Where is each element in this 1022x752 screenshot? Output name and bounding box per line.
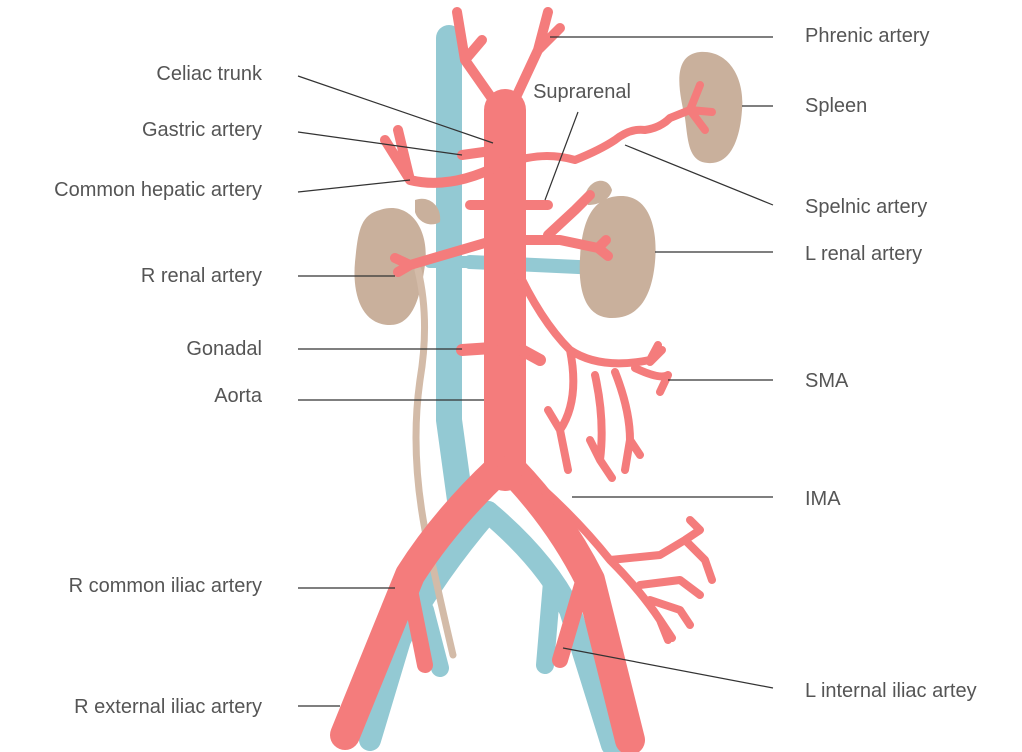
label-spleen: Spleen: [805, 95, 867, 117]
label-r-common-iliac-artery: R common iliac artery: [69, 575, 262, 597]
label-ima: IMA: [805, 488, 841, 510]
label-sma: SMA: [805, 370, 849, 392]
arterial-system: [345, 12, 712, 740]
gastric-shape: [462, 150, 498, 155]
label-l-internal-iliac-artery: L internal iliac artey: [805, 680, 977, 702]
leader-hepatic: [298, 180, 410, 192]
l-internal-iliac-vein: [545, 582, 552, 665]
l-kidney-shape: [580, 196, 656, 318]
inferior-vena-cava: [449, 38, 460, 500]
label-splenic-artery: Spelnic artery: [805, 196, 927, 218]
label-r-external-iliac-artery: R external iliac artery: [74, 696, 262, 718]
label-aorta: Aorta: [214, 385, 263, 407]
label-l-renal-artery: L renal artery: [805, 243, 922, 265]
label-phrenic-artery: Phrenic artery: [805, 25, 930, 47]
label-gonadal: Gonadal: [186, 338, 262, 360]
label-celiac-trunk: Celiac trunk: [156, 63, 263, 85]
label-suprarenal: Suprarenal: [533, 81, 631, 103]
label-r-renal-artery: R renal artery: [141, 265, 262, 287]
label-common-hepatic-artery: Common hepatic artery: [54, 179, 262, 201]
label-gastric-artery: Gastric artery: [142, 119, 262, 141]
